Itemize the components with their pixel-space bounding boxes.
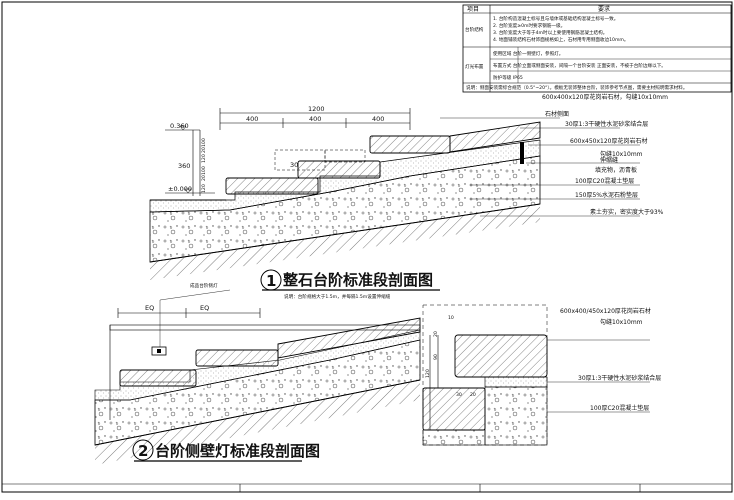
detail-1-number: 1 xyxy=(266,272,276,290)
callout-concrete-100: 100厚C20混凝土垫层 xyxy=(575,177,634,185)
dim-eq-1: EQ xyxy=(145,304,154,312)
stone-landing xyxy=(449,121,541,153)
req-line: 使用区域 台阶一侧壁灯，参照灯。 xyxy=(493,50,563,57)
lamp-label: 成品台阶侧灯 xyxy=(190,282,218,289)
d3-callout-mortar: 30厚1:3干硬性水泥砂浆结合层 xyxy=(578,374,661,382)
req-line: 4. 地面铺装结构石材饰面规格如上，石材用专用侧面收边10mm。 xyxy=(493,36,629,43)
svg-text:20: 20 xyxy=(201,175,207,181)
callout-stone-side: 石材侧面 xyxy=(545,110,569,118)
d3-stone-upper xyxy=(454,334,548,378)
d3-dim-10: 10 xyxy=(448,315,454,321)
callout-filler: 填充物，沥青板 xyxy=(595,166,637,174)
table-header-req: 要求 xyxy=(598,5,610,13)
requirements-table: 项目 要求 台阶结构 1. 台阶构造混凝土标号且与墙体或基础结构混凝土标号一致。… xyxy=(462,4,732,93)
row-item-structure: 台阶结构 xyxy=(465,26,484,33)
dim-400-b: 400 xyxy=(309,115,321,123)
d2-step-1 xyxy=(119,369,197,387)
req-line: 布置方式 台阶立面或侧面安装，间隔一个台阶安装 正面安装，不被于台阶边缘以下。 xyxy=(493,62,666,69)
d3-dim-30: 30 xyxy=(456,392,462,398)
req-line: 1. 台阶构造混凝土标号且与墙体或基础结构混凝土标号一致。 xyxy=(493,15,618,22)
expansion-joint xyxy=(520,142,524,164)
req-line: 2. 台阶宽度≥0m时要求钢筋一级。 xyxy=(493,22,565,29)
detail-1-section: 1200 400 400 400 0.360 ±0.000 360 100 20… xyxy=(149,93,668,300)
d3-callout-concrete: 100厚C20混凝土垫层 xyxy=(590,404,649,412)
stone-step-2 xyxy=(297,160,381,179)
d2-soil xyxy=(95,380,420,465)
callout-mortar: 30厚1:3干硬性水泥砂浆结合层 xyxy=(565,120,648,128)
req-line: 防护等级 IP65 xyxy=(493,74,523,81)
d2-landing xyxy=(277,317,421,359)
dim-1200: 1200 xyxy=(308,105,325,113)
svg-text:120: 120 xyxy=(201,154,207,163)
detail-2-section: 成品台阶侧灯 EQ EQ 2 台阶侧壁灯标准段剖面图 xyxy=(94,282,421,465)
dim-eq-2: EQ xyxy=(200,304,209,312)
detail-3-enlarged: 10 90 20 120 30 20 600x400/450x120厚花岗岩石材… xyxy=(422,304,661,446)
d3-callout-joint: 勾缝10x10mm xyxy=(600,318,643,326)
detail-2-number: 2 xyxy=(138,442,148,460)
d3-concrete xyxy=(484,386,548,446)
svg-text:100: 100 xyxy=(201,138,207,147)
level-0360: 0.360 xyxy=(170,122,189,130)
callout-gravel-150: 150厚5%水泥石粉垫层 xyxy=(575,191,638,199)
svg-text:20: 20 xyxy=(201,147,207,153)
req-line: 3. 台阶宽度大于等于4m时以上要使用钢筋混凝土结构。 xyxy=(493,29,607,36)
table-header-item: 项目 xyxy=(467,6,479,13)
stone-step-3 xyxy=(369,135,451,154)
callout-joint: 勾缝10x10mm xyxy=(600,150,643,158)
dim-400-a: 400 xyxy=(246,115,258,123)
dim-400-c: 400 xyxy=(372,115,384,123)
detail-2-number-circle xyxy=(132,439,154,461)
svg-text:100: 100 xyxy=(201,166,207,175)
detail-1-subnote: 说明：台阶规格大于1.5m，并每隔1.5m设置伸缩缝 xyxy=(284,293,391,300)
d3-mortar xyxy=(484,376,548,388)
table-note: 说明：侧面安装需综合规范（0.5°~20°）。模板无装饰整体台阶，装饰参考节点图… xyxy=(466,84,687,91)
callout-exp-joint: 伸缩缝 xyxy=(600,156,618,164)
row-item-lighting: 灯光布置 xyxy=(465,63,484,70)
dim-v-parts: 100 20 120 100 20 120 xyxy=(201,138,207,193)
detail-1-title: 整石台阶标准段剖面图 xyxy=(283,271,433,289)
d3-dim-20: 20 xyxy=(433,331,439,337)
d3-callout-stone: 600x400/450x120厚花岗岩石材 xyxy=(560,307,651,315)
d3-dim-120: 120 xyxy=(425,369,431,378)
d2-step-2 xyxy=(195,349,279,367)
level-0000: ±0.000 xyxy=(168,185,192,193)
d3-dim-90: 90 xyxy=(433,354,439,360)
callout-top-stone: 600x400x120厚花岗岩石材，勾缝10x10mm xyxy=(542,93,668,101)
svg-text:120: 120 xyxy=(201,184,207,193)
callout-stone-600: 600x450x120厚花岗岩石材 xyxy=(570,137,647,145)
compacted-soil xyxy=(150,204,540,280)
detail-2-title: 台阶侧壁灯标准段剖面图 xyxy=(155,442,320,460)
stone-step-1 xyxy=(225,177,319,195)
dim-v-360: 360 xyxy=(178,162,190,170)
callout-soil: 素土夯实，密实度大于93% xyxy=(590,208,664,216)
d3-dim-20b: 20 xyxy=(470,392,476,398)
dim-30: 30 xyxy=(290,161,298,169)
